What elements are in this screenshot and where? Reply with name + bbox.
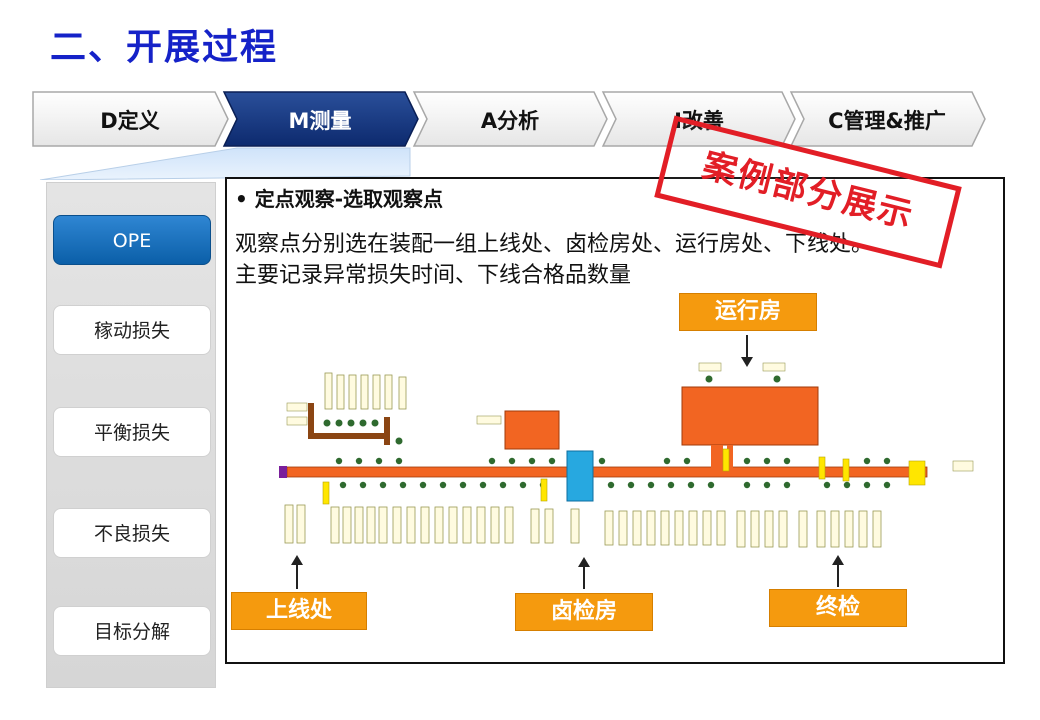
step-d-shape[interactable] [32, 91, 229, 147]
worker-icons-line [335, 457, 891, 489]
arrow-halogen-room [578, 557, 590, 589]
tag-final-inspection: 终检 [769, 589, 907, 627]
brown-conveyor-end [384, 417, 390, 445]
content-panel: • 定点观察-选取观察点 观察点分别选在装配一组上线处、卤检房处、运行房处、下线… [225, 177, 1005, 664]
sidebar: OPE 稼动损失 平衡损失 不良损失 目标分解 [46, 182, 216, 688]
step-c-shape[interactable] [789, 91, 986, 147]
arrow-line-entry [291, 555, 303, 589]
arrow-final-inspection [832, 555, 844, 587]
section-heading: • 定点观察-选取观察点 [235, 187, 444, 211]
step-m-label[interactable]: M测量 [288, 109, 352, 133]
line-start-marker [279, 466, 287, 478]
step-i-shape[interactable] [601, 91, 796, 147]
operation-room [681, 386, 819, 446]
tag-line-entry: 上线处 [231, 592, 367, 630]
step-a-shape[interactable] [412, 91, 608, 147]
step-a-label[interactable]: A分析 [480, 109, 540, 133]
sidebar-item-availability-loss[interactable]: 稼动损失 [53, 305, 211, 355]
step-funnel [39, 147, 411, 180]
worker-icons-top [323, 419, 403, 445]
sidebar-item-balance-loss[interactable]: 平衡损失 [53, 407, 211, 457]
halogen-check-station [566, 450, 594, 502]
step-c-label[interactable]: C管理&推广 [828, 109, 946, 133]
halogen-room [504, 410, 560, 450]
main-production-line [286, 466, 928, 478]
upper-rack-group [324, 372, 407, 410]
tag-operation-room: 运行房 [679, 293, 817, 331]
sidebar-item-defect-loss[interactable]: 不良损失 [53, 508, 211, 558]
step-d-label[interactable]: D定义 [100, 109, 160, 133]
step-m-shape[interactable] [222, 91, 419, 147]
tag-halogen-room: 卤检房 [515, 593, 653, 631]
description-line-2: 主要记录异常损失时间、下线合格品数量 [235, 263, 632, 288]
description-line-1: 观察点分别选在装配一组上线处、卤检房处、运行房处、下线处。 [235, 232, 874, 257]
sidebar-item-target-breakdown[interactable]: 目标分解 [53, 606, 211, 656]
arrow-operation-room [741, 335, 753, 367]
step-bar [32, 91, 986, 180]
assembly-line-layout-diagram [279, 362, 974, 548]
sidebar-item-ope[interactable]: OPE [53, 215, 211, 265]
description: 观察点分别选在装配一组上线处、卤检房处、运行房处、下线处。 主要记录异常损失时间… [235, 229, 873, 291]
yellow-markers [322, 448, 850, 505]
step-i-label[interactable]: I改善 [674, 109, 724, 133]
lower-rack-group [284, 504, 882, 548]
page-title: 二、开展过程 [50, 27, 279, 68]
